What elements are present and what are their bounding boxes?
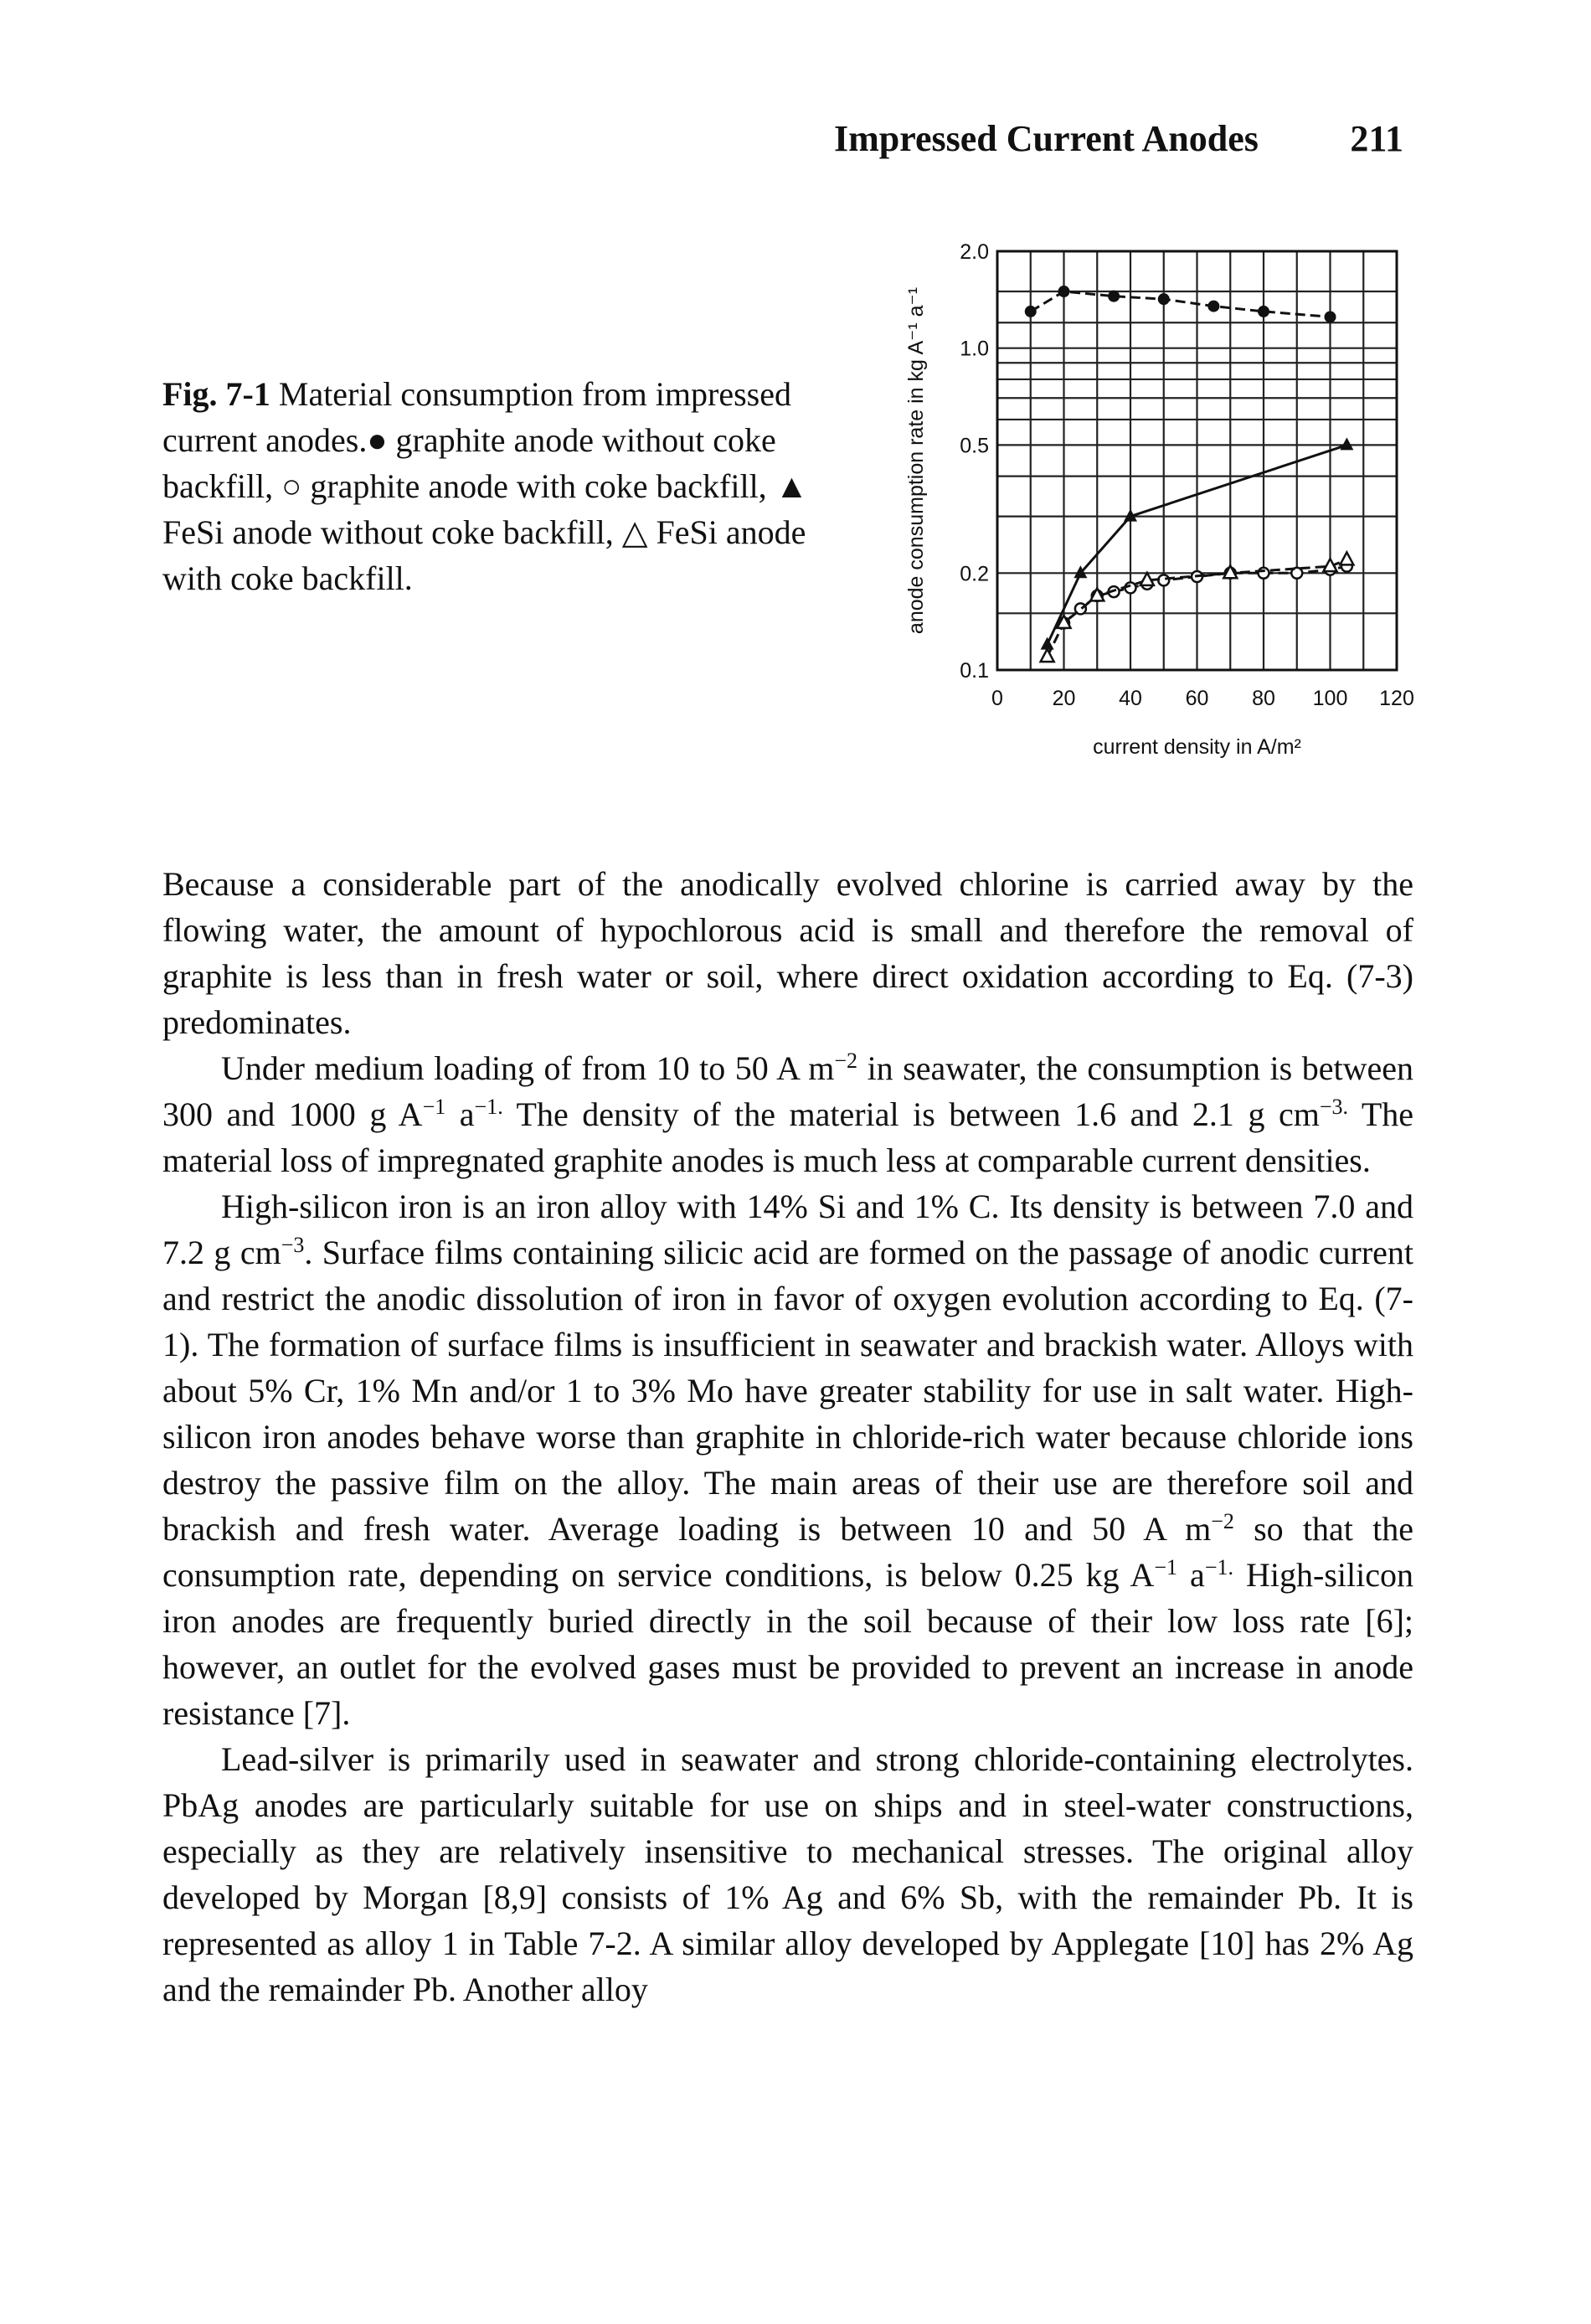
data-point-filled-triangle: [1040, 636, 1054, 650]
body-text: Because a considerable part of the anodi…: [162, 861, 1413, 2012]
y-tick-label: 0.1: [960, 659, 989, 683]
p3-sup-3: −1: [1154, 1555, 1178, 1579]
data-point-filled-circle: [1207, 300, 1220, 312]
p2-text-e: The material loss of impregnated graphit…: [162, 1095, 1414, 1179]
p3-text-c: so that the consumption rate, depending …: [162, 1510, 1413, 1594]
p2-sup-1: −2: [834, 1049, 858, 1073]
x-axis-label: current density in A/m²: [1093, 735, 1301, 759]
figure-label: Fig. 7-1: [162, 375, 270, 413]
chart-svg: 0 20 40 60 80 100 120 0.1 0.2 0.5 1.0 2.0 current de…: [904, 240, 1414, 759]
x-tick-label: 60: [1186, 687, 1209, 710]
series-3-line: [1046, 443, 1347, 646]
y-tick-label: 2.0: [960, 240, 989, 264]
p2-text-a: Under medium loading of from 10 to 50 A …: [221, 1049, 835, 1087]
p2-text-d: The density of the material is between 1…: [502, 1095, 1320, 1133]
y-axis-label: anode consumption rate in kg A⁻¹ a⁻¹: [904, 287, 928, 634]
x-tick-label: 40: [1119, 687, 1142, 710]
p3-text-d: a: [1177, 1556, 1205, 1594]
plot-frame: [996, 250, 1398, 672]
data-point-open-triangle: [1321, 556, 1339, 573]
p3-sup-2: −2: [1211, 1509, 1234, 1533]
x-tick-label: 120: [1379, 687, 1414, 710]
x-tick-label: 80: [1252, 687, 1275, 710]
series-1-line: [1030, 290, 1331, 318]
figure-caption: Fig. 7-1 Material consumption from impre…: [162, 371, 866, 601]
data-point-filled-circle: [1258, 305, 1269, 317]
p3-sup-1: −3: [281, 1233, 305, 1257]
data-point-open-circle: [1257, 566, 1270, 580]
p2-text-b: in seawater, the consumption is between …: [162, 1049, 1413, 1133]
data-point-open-triangle: [1038, 647, 1056, 663]
data-point-filled-triangle: [1074, 565, 1088, 579]
paragraph-1-text: Because a considerable part of the anodi…: [162, 865, 1413, 1041]
y-tick-label: 1.0: [960, 338, 989, 361]
p3-text-b: . Surface films containing silicic acid …: [162, 1234, 1414, 1548]
paragraph-2: Under medium loading of from 10 to 50 A …: [162, 1045, 1413, 1183]
y-tick-label: 0.5: [960, 434, 989, 457]
running-header: Impressed Current Anodes 211: [834, 117, 1403, 171]
p3-sup-4: −1.: [1204, 1555, 1233, 1579]
data-point-filled-circle: [1157, 293, 1170, 306]
data-point-open-triangle: [1222, 563, 1239, 580]
p2-text-c: a: [445, 1095, 475, 1133]
data-point-open-triangle: [1138, 570, 1156, 587]
data-point-filled-circle: [1058, 286, 1070, 298]
figure-caption-text: Material consumption from impressed curr…: [162, 375, 809, 597]
data-point-open-circle: [1290, 566, 1304, 580]
data-point-open-triangle: [1055, 613, 1073, 630]
paragraph-4-text: Lead-silver is primarily used in seawate…: [162, 1740, 1413, 2008]
data-point-filled-triangle: [1124, 508, 1137, 522]
paragraph-4: Lead-silver is primarily used in seawate…: [162, 1736, 1413, 2012]
x-tick-label: 0: [991, 687, 1003, 710]
data-point-filled-circle: [1108, 290, 1120, 302]
data-point-filled-circle: [1024, 305, 1037, 317]
figure-7-1-chart: 0 20 40 60 80 100 120 0.1 0.2 0.5 1.0 2.0 current de…: [879, 226, 1424, 779]
data-point-filled-circle: [1324, 311, 1336, 323]
page-number: 211: [1350, 118, 1403, 159]
p2-sup-2: −1: [422, 1095, 446, 1119]
data-point-open-triangle: [1338, 549, 1356, 566]
p2-sup-4: −3.: [1319, 1095, 1349, 1119]
paragraph-1: Because a considerable part of the anodi…: [162, 861, 1413, 1045]
p3-text-a: High-silicon iron is an iron alloy with …: [162, 1188, 1413, 1271]
p3-text-e: High-silicon iron anodes are frequently …: [162, 1556, 1413, 1732]
paragraph-3: High-silicon iron is an iron alloy with …: [162, 1183, 1413, 1736]
data-point-filled-triangle: [1340, 437, 1354, 451]
p2-sup-3: −1.: [474, 1095, 503, 1119]
x-tick-label: 20: [1053, 687, 1076, 710]
running-title: Impressed Current Anodes: [834, 118, 1259, 159]
series-2-line: [1063, 564, 1347, 624]
x-tick-label: 100: [1313, 687, 1348, 710]
data-point-open-triangle: [1089, 585, 1106, 602]
y-tick-label: 0.2: [960, 562, 989, 585]
